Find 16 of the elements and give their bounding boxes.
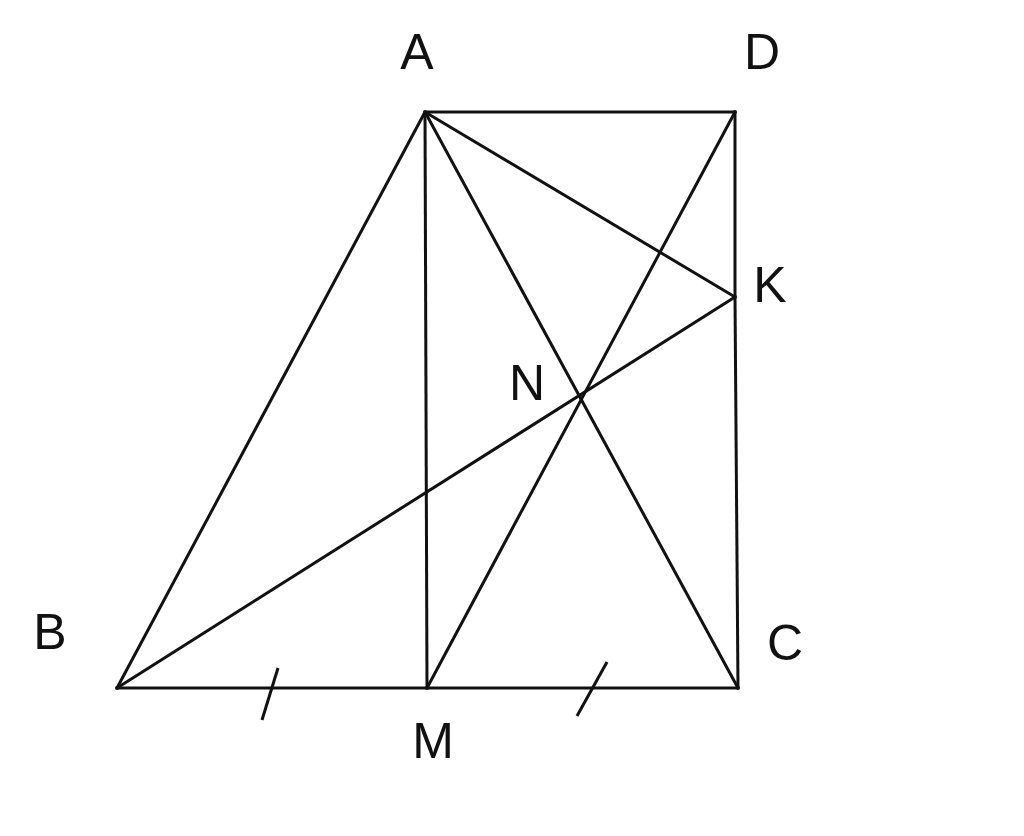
vertex-label: D: [743, 27, 781, 77]
line-segment: [733, 112, 737, 297]
vertex-label: B: [33, 607, 67, 657]
vertex-label: K: [753, 260, 787, 310]
line-segment: [425, 110, 735, 114]
vertex-label: M: [412, 716, 454, 766]
line-segment: [116, 295, 736, 690]
line-segment: [427, 686, 738, 690]
point-label: N: [508, 358, 546, 408]
line-segment: [423, 112, 429, 688]
line-segment: [733, 297, 740, 688]
vertex-label: C: [766, 618, 804, 668]
line-segment: [115, 111, 427, 689]
line-segment: [424, 110, 736, 299]
line-segment: [117, 686, 427, 690]
vertex-label: A: [400, 27, 434, 77]
